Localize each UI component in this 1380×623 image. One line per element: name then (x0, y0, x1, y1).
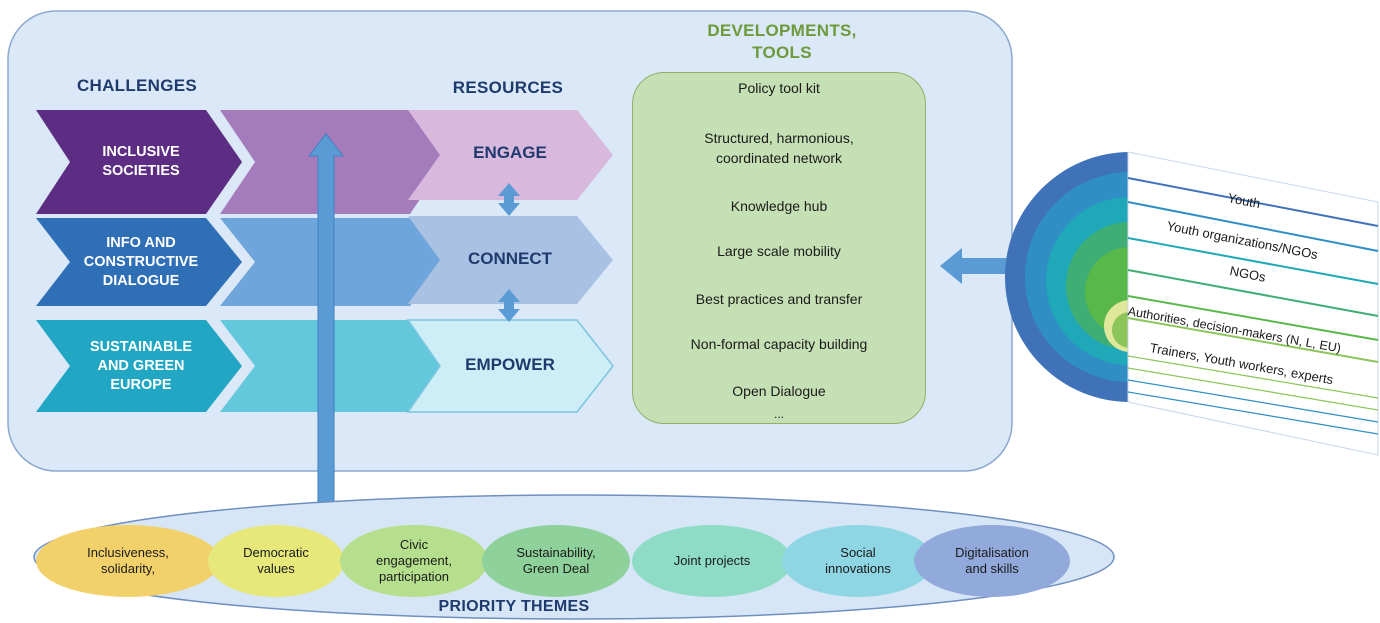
developments-heading: DEVELOPMENTS, TOOLS (682, 20, 882, 64)
resource-chevron-connect (408, 216, 613, 304)
theme-label-3: Civic engagement, participation (376, 537, 452, 584)
theme-oval-5 (632, 525, 792, 597)
stakeholder-arcs (1005, 152, 1130, 402)
tool-item: Structured, harmonious, coordinated netw… (704, 130, 854, 166)
connect-empower-double-arrow (498, 289, 520, 322)
theme-oval-1 (36, 525, 220, 597)
theme-label-2: Democratic values (243, 545, 309, 576)
tools-box (632, 72, 926, 424)
stakeholder-lines (1127, 177, 1379, 435)
theme-label-7: Digitalisation and skills (955, 545, 1029, 576)
priority-themes-heading: PRIORITY THEMES (438, 598, 590, 615)
developments-heading-line1: DEVELOPMENTS, (707, 21, 857, 40)
resources-heading: RESOURCES (452, 78, 564, 97)
theme-oval-3 (340, 525, 488, 597)
resource-chevron-empower (406, 319, 614, 413)
challenge-label-2: INFO AND CONSTRUCTIVE DIALOGUE (83, 234, 199, 289)
challenge-chevron-1 (36, 110, 242, 214)
challenges-heading: CHALLENGES (76, 76, 198, 95)
tool-item: ... (773, 407, 784, 421)
theme-oval-6 (782, 525, 934, 597)
resource-chevron-engage (408, 110, 613, 200)
challenge-label-3: SUSTAINABLE AND GREEN EUROPE (89, 338, 193, 393)
tool-item: Large scale mobility (717, 243, 841, 259)
theme-label-5: Joint projects (673, 553, 751, 568)
theme-oval-7 (914, 525, 1070, 597)
engage-connect-double-arrow (498, 183, 520, 216)
theme-oval-2 (208, 525, 344, 597)
challenge-chevron-2 (36, 218, 242, 306)
resource-label-engage: ENGAGE (473, 143, 547, 162)
tool-item: Open Dialogue (732, 383, 826, 399)
theme-oval-4 (482, 525, 630, 597)
tool-item: Non-formal capacity building (690, 336, 868, 352)
tool-item: Knowledge hub (730, 198, 828, 214)
stakeholders-to-tools-arrow (940, 248, 1010, 284)
challenge-chevron-3 (36, 320, 242, 412)
tool-item: Policy tool kit (738, 80, 820, 96)
vertical-themes-arrow (307, 133, 345, 520)
resource-label-connect: CONNECT (467, 249, 553, 268)
resource-label-empower: EMPOWER (465, 355, 555, 374)
challenge-label-1: INCLUSIVE SOCIETIES (102, 144, 180, 179)
tool-item: Best practices and transfer (695, 291, 863, 307)
theme-label-4: Sustainability, Green Deal (516, 545, 596, 576)
developments-heading-line2: TOOLS (752, 43, 812, 62)
theme-label-1: Inclusiveness, solidarity, (87, 545, 169, 576)
theme-label-6: Social innovations (825, 545, 891, 576)
